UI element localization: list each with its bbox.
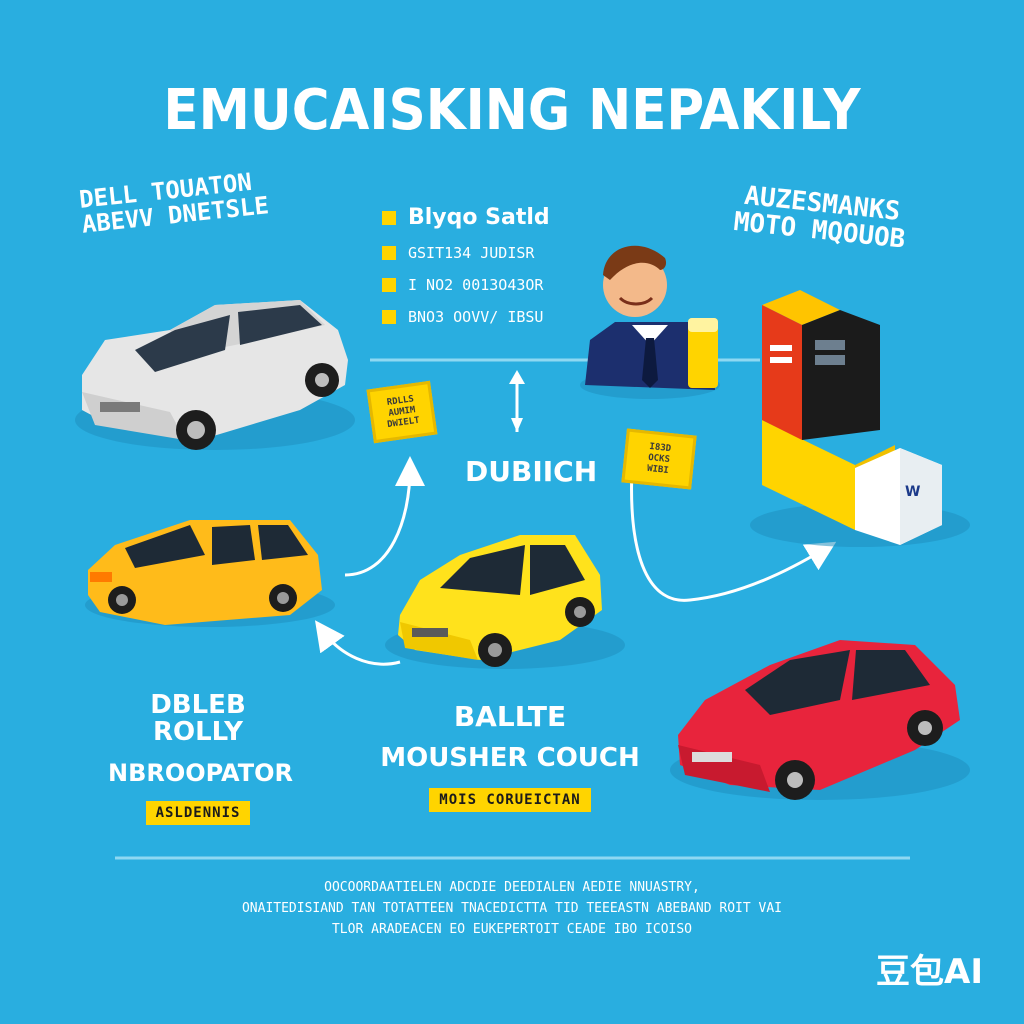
bullet-text: GSIT134 JUDISR xyxy=(408,244,535,262)
bottom-left-line1: DBLEB ROLLY xyxy=(150,690,246,748)
arrow-yellow-to-orange xyxy=(314,620,401,666)
bullet-marker xyxy=(382,278,396,292)
bottom-center-line1: BALLTE xyxy=(453,700,567,733)
list-item: GSIT134 JUDISR xyxy=(382,244,550,262)
bullet-text: I NO2 0013O43OR xyxy=(408,276,544,294)
bottom-left-badge: ASLDENNIS xyxy=(145,800,251,825)
bottom-center-line2: MOUSHER COUCH xyxy=(380,743,640,774)
box-logo-text: W xyxy=(905,484,921,500)
brand-watermark: 豆包AI xyxy=(876,952,983,992)
footer-text: OOCOORDAATIELEN ADCDIE DEEDIALEN AEDIE N… xyxy=(0,880,1024,937)
red-car xyxy=(670,640,970,800)
note-right: I83D OCKS WIBI xyxy=(621,428,697,490)
footer-line2: ONAITEDISIAND TAN TOTATTEEN TNACEDICTTA … xyxy=(241,901,783,916)
list-item: I NO2 0013O43OR xyxy=(382,276,550,294)
bullet-list: Blyqo Satld GSIT134 JUDISR I NO2 0013O43… xyxy=(382,205,550,340)
note-left: RDLLS AUMIM DWIELT xyxy=(366,380,438,444)
bullet-marker xyxy=(382,210,396,225)
page-title: EMUCAISKING NEPAKILY xyxy=(163,78,861,143)
list-item: Blyqo Satld xyxy=(382,205,550,230)
white-car xyxy=(75,300,355,450)
kiosk-machine xyxy=(750,290,970,547)
list-item: BNO3 OOVV/ IBSU xyxy=(382,308,550,326)
salesman-avatar xyxy=(580,245,720,399)
bullet-text: Blyqo Satld xyxy=(408,205,550,230)
bottom-left-line2: NBROOPATOR xyxy=(108,758,294,787)
footer-line3: TLOR ARADEACEN EO EUKEPERTOIT CEADE IBO … xyxy=(331,922,693,937)
yellow-car xyxy=(385,535,625,669)
arrow-orange-to-note xyxy=(344,456,425,577)
bullet-marker xyxy=(382,246,396,260)
bullet-marker xyxy=(382,310,396,324)
orange-car xyxy=(85,520,335,627)
vertical-arrow-icon xyxy=(509,370,525,432)
center-label: DUBIICH xyxy=(465,455,598,488)
bullet-text: BNO3 OOVV/ IBSU xyxy=(408,308,544,326)
arrow-note-to-machine xyxy=(630,467,837,602)
footer-line1: OOCOORDAATIELEN ADCDIE DEEDIALEN AEDIE N… xyxy=(324,880,700,895)
bottom-left-block: DBLEB ROLLY NBROOPATOR ASLDENNIS xyxy=(108,690,294,825)
bottom-center-badge: MOIS CORUEICTAN xyxy=(429,787,591,812)
bottom-center-block: BALLTE MOUSHER COUCH MOIS CORUEICTAN xyxy=(380,700,640,812)
